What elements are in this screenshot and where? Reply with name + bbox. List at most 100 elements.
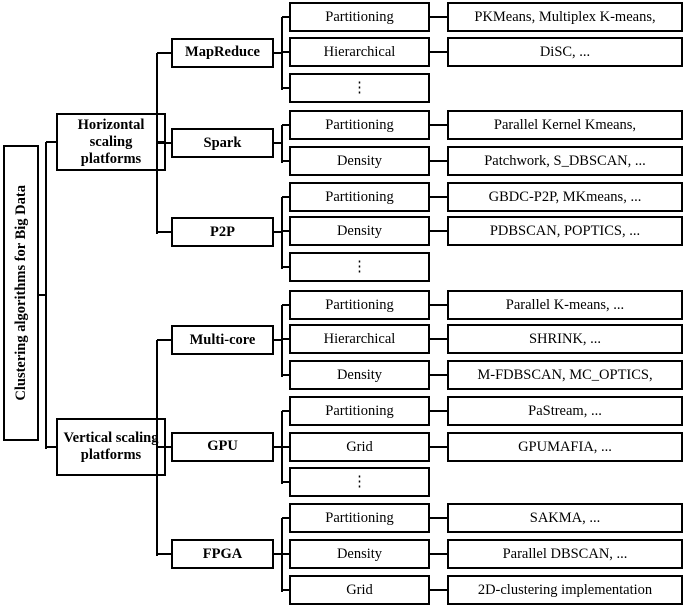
category-box: Partitioning: [289, 503, 430, 533]
platform-box-label: FPGA: [202, 545, 243, 562]
algorithm-box-label: PaStream, ...: [528, 402, 602, 419]
category-box-label: Density: [336, 545, 383, 562]
group-trunk: [156, 340, 158, 556]
category-branch: [282, 230, 289, 232]
category-to-algorithm-line: [430, 410, 447, 412]
algorithm-box: Patchwork, S_DBSCAN, ...: [447, 146, 683, 176]
algorithm-box-label: SAKMA, ...: [529, 509, 601, 526]
group-branch: [46, 141, 56, 144]
root-connector: [39, 293, 46, 296]
root-box: Clustering algorithms for Big Data: [3, 145, 39, 441]
platform-branch: [157, 51, 171, 54]
platform-box-label: GPU: [207, 438, 238, 455]
category-box: Partitioning: [289, 2, 430, 32]
category-box: Grid: [289, 432, 430, 462]
platform-box: GPU: [171, 431, 274, 462]
category-box-label: Grid: [346, 581, 373, 598]
category-box-label: ⋮: [352, 258, 367, 275]
algorithm-box-label: DiSC, ...: [539, 43, 591, 60]
platform-branch: [157, 142, 171, 144]
algorithm-box-label: GBDC-P2P, MKmeans, ...: [488, 188, 642, 205]
category-box-label: Density: [336, 152, 383, 169]
platform-trunk: [281, 17, 283, 90]
platform-box-label: MapReduce: [185, 44, 260, 61]
category-box: Density: [289, 539, 430, 569]
category-to-algorithm-line: [430, 446, 447, 448]
category-box-label: Partitioning: [325, 296, 394, 313]
algorithm-box: DiSC, ...: [447, 37, 683, 67]
category-box: Partitioning: [289, 290, 430, 320]
category-box-label: ⋮: [352, 473, 367, 490]
platform-connector: [274, 339, 282, 341]
algorithm-box-label: Patchwork, S_DBSCAN, ...: [484, 152, 646, 169]
category-to-algorithm-line: [430, 230, 447, 232]
category-branch: [282, 16, 289, 18]
platform-box-label: P2P: [210, 223, 235, 240]
category-box: Density: [289, 146, 430, 176]
algorithm-box-label: M-FDBSCAN, MC_OPTICS,: [477, 366, 653, 383]
category-to-algorithm-line: [430, 160, 447, 162]
category-to-algorithm-line: [430, 196, 447, 198]
category-branch: [282, 410, 289, 412]
platform-connector: [274, 51, 282, 54]
algorithm-box-label: 2D-clustering implementation: [477, 581, 653, 598]
algorithm-box-label: PKMeans, Multiplex K-means,: [474, 8, 656, 25]
platform-connector: [274, 231, 282, 233]
category-to-algorithm-line: [430, 338, 447, 340]
algorithm-box-label: SHRINK, ...: [528, 330, 602, 347]
algorithm-box: M-FDBSCAN, MC_OPTICS,: [447, 360, 683, 390]
category-branch: [282, 446, 289, 448]
category-branch: [282, 196, 289, 198]
category-branch: [282, 338, 289, 340]
category-box-label: Partitioning: [325, 402, 394, 419]
algorithm-box: PKMeans, Multiplex K-means,: [447, 2, 683, 32]
platform-box: Spark: [171, 128, 274, 158]
platform-trunk: [281, 518, 283, 592]
algorithm-box: SAKMA, ...: [447, 503, 683, 533]
category-branch: [282, 124, 289, 126]
platform-connector: [274, 553, 282, 555]
platform-box: P2P: [171, 217, 274, 247]
platform-branch: [157, 339, 171, 341]
platform-box: FPGA: [171, 539, 274, 569]
category-branch: [282, 374, 289, 376]
category-to-algorithm-line: [430, 374, 447, 376]
category-box: ⋮: [289, 252, 430, 282]
category-branch: [282, 51, 289, 53]
category-box-label: Partitioning: [325, 509, 394, 526]
category-box-label: Hierarchical: [323, 330, 396, 347]
category-branch: [282, 553, 289, 555]
platform-connector: [274, 445, 282, 448]
category-box: Partitioning: [289, 182, 430, 212]
category-box: Partitioning: [289, 396, 430, 426]
category-to-algorithm-line: [430, 589, 447, 591]
platform-trunk: [281, 305, 283, 377]
group-box-label: Vertical scaling platforms: [63, 430, 159, 463]
category-box: Grid: [289, 575, 430, 605]
algorithm-box-label: PDBSCAN, POPTICS, ...: [489, 222, 641, 239]
category-box: Partitioning: [289, 110, 430, 140]
category-branch: [282, 304, 289, 306]
platform-box-label: Multi-core: [189, 331, 256, 348]
category-box-label: Density: [336, 222, 383, 239]
category-box-label: ⋮: [352, 79, 367, 96]
group-box: Horizontal scaling platforms: [56, 113, 166, 172]
algorithm-box: Parallel K-means, ...: [447, 290, 683, 320]
group-box-label: Horizontal scaling platforms: [77, 117, 145, 167]
group-box: Vertical scaling platforms: [56, 418, 166, 476]
category-branch: [282, 481, 289, 483]
category-branch: [282, 160, 289, 162]
category-to-algorithm-line: [430, 304, 447, 306]
category-to-algorithm-line: [430, 51, 447, 53]
algorithm-box: PaStream, ...: [447, 396, 683, 426]
platform-connector: [274, 142, 282, 144]
category-to-algorithm-line: [430, 16, 447, 18]
category-box: Density: [289, 216, 430, 246]
category-box: Hierarchical: [289, 324, 430, 354]
platform-branch: [157, 445, 171, 448]
platform-box-label: Spark: [203, 134, 242, 151]
category-to-algorithm-line: [430, 517, 447, 519]
algorithm-box-label: Parallel K-means, ...: [505, 296, 625, 313]
algorithm-box-label: Parallel DBSCAN, ...: [502, 545, 628, 562]
root-trunk: [45, 142, 47, 449]
